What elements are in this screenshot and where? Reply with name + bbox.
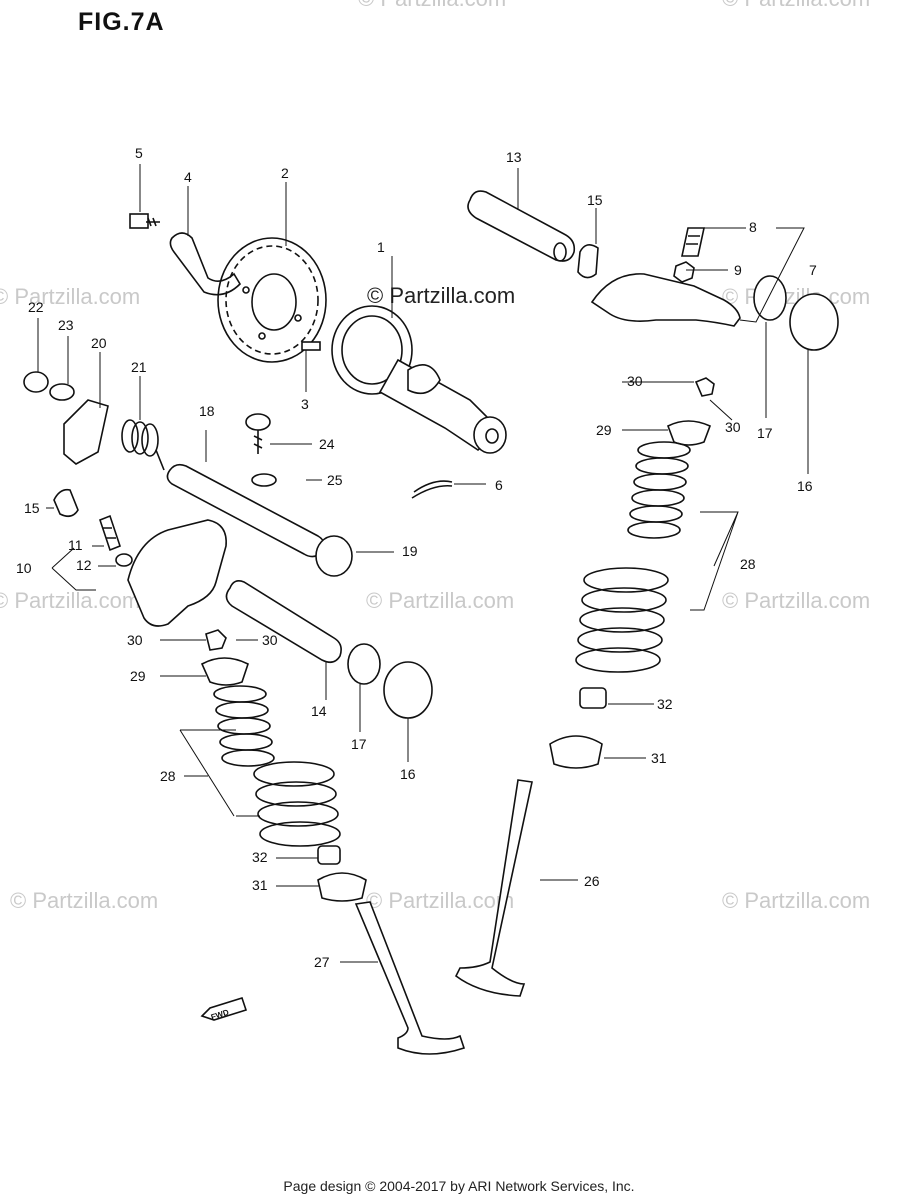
valve-part [454, 779, 533, 997]
callout-label: 32 [252, 849, 268, 865]
callout-label: 29 [596, 422, 612, 438]
callout-label: 28 [160, 768, 176, 784]
callout-label: 27 [314, 954, 330, 970]
seal-part [317, 845, 341, 865]
rocker-arm-part [127, 519, 227, 627]
leader-lines [37, 164, 809, 963]
cap-part [383, 661, 433, 719]
bolt-part [245, 413, 271, 454]
callout-label: 7 [809, 262, 817, 278]
spring-retainer-part [666, 420, 712, 446]
watermark: © Partzilla.com [366, 888, 515, 913]
callout-label: 31 [651, 750, 667, 766]
washer-part [49, 383, 75, 401]
callout-label: 17 [757, 425, 773, 441]
lever-part [63, 399, 109, 465]
washer-part [251, 473, 277, 487]
adjust-screw-part [681, 227, 705, 257]
callout-labels: 1 2 3 4 5 6 7 8 9 10 11 12 13 14 15 15 1… [16, 145, 817, 970]
o-ring-part [53, 488, 79, 518]
callout-label: 8 [749, 219, 757, 235]
page-footer: Page design © 2004-2017 by ARI Network S… [283, 1178, 635, 1194]
callout-label: 30 [627, 373, 643, 389]
valve-part [354, 901, 466, 1055]
figure-title: FIG.7A [78, 8, 165, 36]
circlip-part [411, 480, 453, 499]
callout-label: 30 [725, 419, 741, 435]
watermark: © Partzilla.com [0, 284, 141, 309]
callout-label: 11 [68, 537, 83, 553]
callout-label: 28 [740, 556, 756, 572]
callout-label: 31 [252, 877, 268, 893]
watermark: © Partzilla.com [10, 888, 159, 913]
bolt-part [129, 213, 160, 229]
spring-part [121, 419, 165, 471]
callout-label: 2 [281, 165, 289, 181]
spring-seat-part [549, 735, 603, 769]
adjust-screw-part [99, 514, 121, 552]
nut-part [673, 261, 695, 283]
rocker-shaft-part [467, 190, 576, 262]
inner-spring-part [627, 441, 691, 539]
callout-label: 30 [262, 632, 278, 648]
callout-label: 6 [495, 477, 503, 493]
watermark: © Partzilla.com [358, 0, 506, 12]
outer-spring-part [575, 567, 669, 673]
seal-part [753, 275, 787, 321]
cap-part [789, 293, 839, 351]
callout-label: 16 [797, 478, 813, 494]
bushing-part [315, 535, 353, 577]
callout-label: 22 [28, 299, 44, 315]
callout-label: 19 [402, 543, 418, 559]
rocker-arm-part [590, 273, 741, 327]
seal-part [347, 643, 381, 685]
callout-label: 30 [127, 632, 143, 648]
dowel-pin-part [301, 341, 321, 351]
callout-label: 5 [135, 145, 143, 161]
callout-label: 1 [377, 239, 385, 255]
callout-label: 25 [327, 472, 343, 488]
callout-label: 15 [587, 192, 603, 208]
camshaft-part [331, 305, 507, 454]
callout-label: 32 [657, 696, 673, 712]
cotter-part [694, 377, 715, 397]
callout-label: 3 [301, 396, 309, 412]
callout-label: 12 [76, 557, 92, 573]
callout-label: 18 [199, 403, 215, 419]
rocker-shaft-part [225, 580, 342, 664]
callout-label: 24 [319, 436, 335, 452]
nut-part [115, 553, 133, 567]
cotter-part [205, 629, 227, 651]
callout-label: 29 [130, 668, 146, 684]
callout-label: 21 [131, 359, 147, 375]
callout-label: 10 [16, 560, 32, 576]
watermark: © Partzilla.com [722, 0, 870, 12]
callout-label: 20 [91, 335, 107, 351]
watermark: © Partzilla.com [722, 588, 871, 613]
outer-spring-part [253, 761, 341, 847]
inner-spring-part [213, 685, 275, 767]
spring-seat-part [317, 872, 367, 902]
spring-retainer-part [200, 657, 249, 686]
callout-label: 4 [184, 169, 192, 185]
callout-label: 9 [734, 262, 742, 278]
watermark: © Partzilla.com [366, 588, 515, 613]
cam-stopper-part [169, 232, 242, 296]
callout-label: 13 [506, 149, 522, 165]
callout-label: 26 [584, 873, 600, 889]
seal-part [579, 687, 607, 709]
fwd-arrow-icon: FWD [200, 997, 248, 1022]
o-ring-part [577, 244, 599, 279]
callout-label: 16 [400, 766, 416, 782]
cam-sprocket-part [217, 237, 327, 363]
callout-label: 17 [351, 736, 367, 752]
watermark: © Partzilla.com [722, 888, 871, 913]
nut-part [23, 371, 49, 393]
watermark: © Partzilla.com [0, 588, 141, 613]
callout-label: 14 [311, 703, 327, 719]
callout-label: 23 [58, 317, 74, 333]
callout-label: 15 [24, 500, 40, 516]
